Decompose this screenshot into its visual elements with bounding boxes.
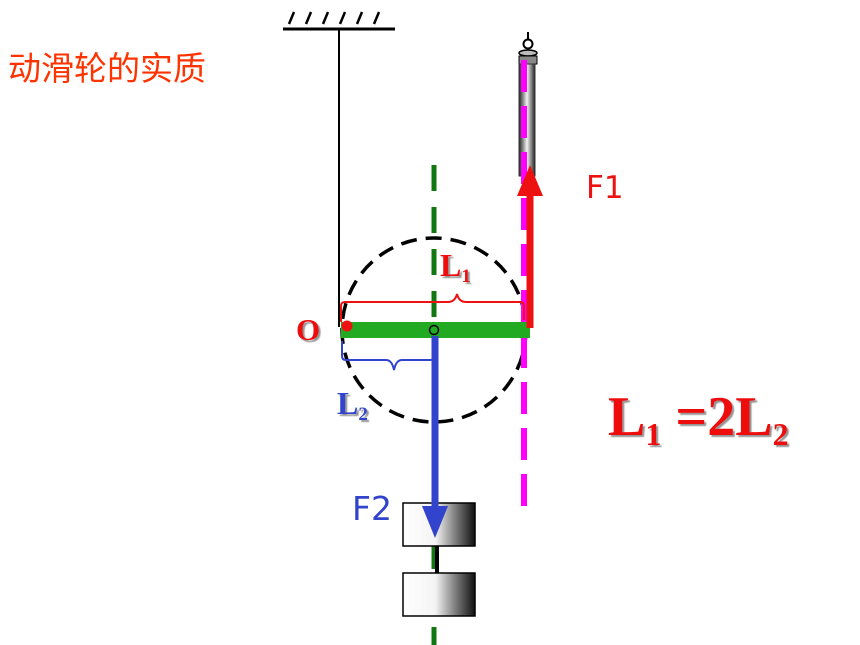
equation-lhs-main: L [608, 386, 645, 448]
arm1-label-sub: 1 [461, 266, 471, 287]
force2-label: F2 [352, 489, 392, 528]
equation-rhs-sub: 2 [773, 416, 789, 452]
equation: L1 =2L2 [588, 386, 801, 452]
equation-mid: =2L [661, 386, 772, 448]
page-title: 动滑轮的实质 [8, 49, 206, 88]
lever-bar [341, 322, 530, 338]
arm1-brace [340, 293, 525, 322]
arm2-brace [341, 341, 435, 371]
arm2-label-main: L [337, 385, 358, 421]
arm2-label-sub: 2 [358, 404, 368, 425]
force2-arrow [422, 336, 448, 538]
arm1-label: L1 [440, 247, 471, 287]
pivot-point [341, 320, 353, 332]
pulley-axle [428, 324, 440, 336]
force1-label: F1 [586, 170, 624, 206]
equation-lhs-sub: 1 [645, 416, 661, 452]
arm2-label: L2 [337, 385, 368, 425]
force1-arrow [517, 165, 543, 328]
arm1-label-main: L [440, 247, 461, 283]
ceiling-support [283, 11, 395, 31]
pivot-label: O [296, 312, 320, 347]
